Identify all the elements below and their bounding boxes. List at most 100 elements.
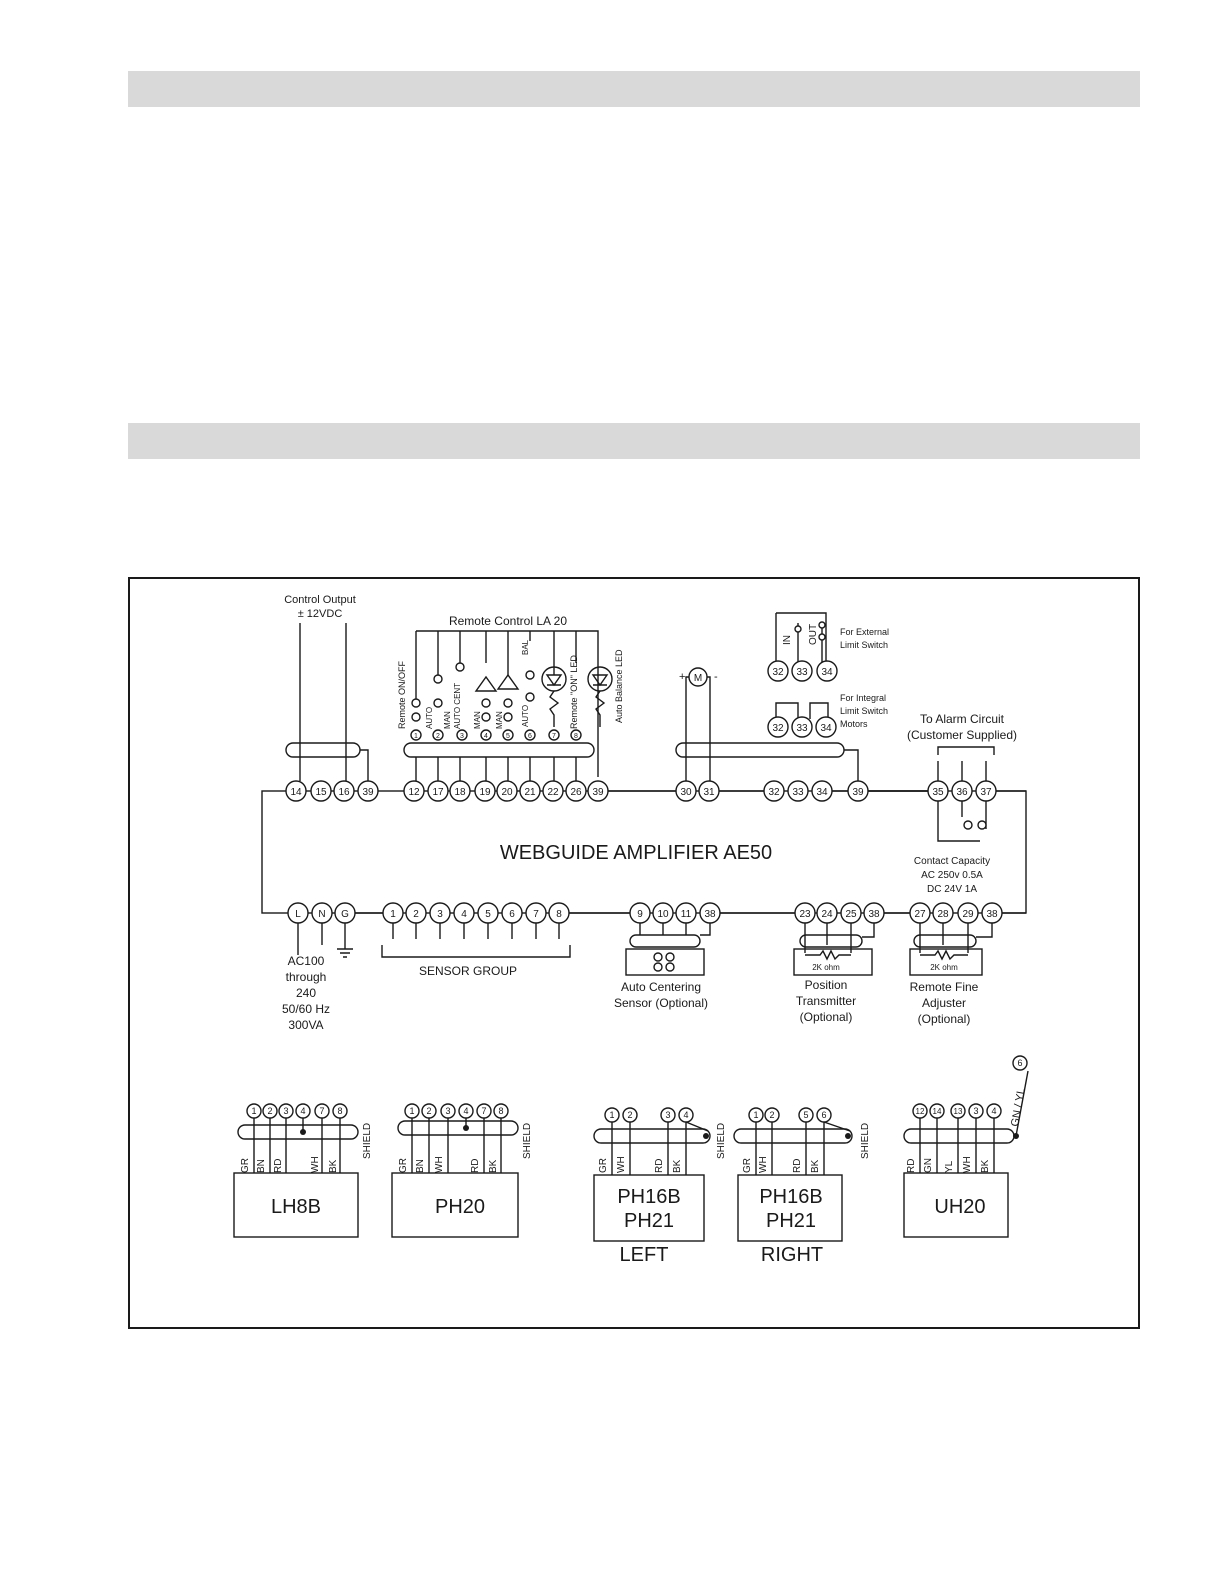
terminal: 39 bbox=[587, 780, 609, 802]
svg-text:240: 240 bbox=[296, 986, 316, 1000]
svg-text:35: 35 bbox=[932, 787, 944, 798]
terminal: 36 bbox=[951, 780, 973, 802]
svg-text:-: - bbox=[714, 671, 718, 683]
svg-text:3: 3 bbox=[460, 733, 464, 740]
head-ph16b-left: 1 2 3 4 GR WH RD BK SHIELD PH16B PH21 LE… bbox=[593, 1107, 727, 1266]
terminal: 22 bbox=[542, 780, 564, 802]
terminal: 28 bbox=[932, 902, 954, 924]
svg-text:12: 12 bbox=[408, 787, 420, 798]
svg-text:33: 33 bbox=[796, 667, 808, 678]
svg-text:32: 32 bbox=[772, 667, 784, 678]
svg-text:6: 6 bbox=[509, 909, 515, 920]
svg-text:1: 1 bbox=[414, 733, 418, 740]
svg-text:BN: BN bbox=[256, 1159, 267, 1173]
terminal: 3 bbox=[429, 902, 451, 924]
svg-text:PH16B: PH16B bbox=[617, 1186, 680, 1208]
terminal: 27 bbox=[909, 902, 931, 924]
terminal: G bbox=[334, 902, 356, 924]
head-ph20: 1 2 3 4 7 8 GR BN WH RD BK SHIELD PH20 bbox=[391, 1103, 533, 1238]
svg-text:(Optional): (Optional) bbox=[918, 1012, 971, 1026]
svg-text:RD: RD bbox=[792, 1159, 803, 1173]
svg-text:PH21: PH21 bbox=[624, 1210, 674, 1232]
terminal: 11 bbox=[675, 902, 697, 924]
svg-text:OUT: OUT bbox=[808, 624, 819, 645]
head-uh20: 12 14 13 3 4 6 GN / YL RD GN YL WH BK UH… bbox=[903, 1055, 1029, 1238]
svg-text:2: 2 bbox=[627, 1110, 632, 1120]
svg-text:Contact Capacity: Contact Capacity bbox=[914, 856, 990, 867]
svg-text:24: 24 bbox=[821, 909, 833, 920]
svg-text:Control Output: Control Output bbox=[284, 594, 356, 606]
svg-text:WH: WH bbox=[310, 1156, 321, 1173]
svg-text:GN / YL: GN / YL bbox=[1009, 1087, 1028, 1127]
svg-text:AC100: AC100 bbox=[288, 954, 325, 968]
svg-text:7: 7 bbox=[533, 909, 539, 920]
svg-text:4: 4 bbox=[484, 733, 488, 740]
cable-shield bbox=[913, 934, 977, 948]
sensor-group: SENSOR GROUP bbox=[355, 912, 630, 978]
svg-text:BK: BK bbox=[488, 1159, 499, 1173]
terminal: 16 bbox=[333, 780, 355, 802]
head-lh8b: 1 2 3 4 7 8 GR BN RD WH BK SHIELD LH8B bbox=[233, 1103, 373, 1238]
svg-text:Auto Balance LED: Auto Balance LED bbox=[614, 649, 624, 723]
svg-text:WH: WH bbox=[758, 1156, 769, 1173]
ground-icon bbox=[337, 945, 353, 958]
svg-text:Remote "ON" LED: Remote "ON" LED bbox=[569, 655, 579, 729]
terminal: 2 bbox=[405, 902, 427, 924]
svg-text:2: 2 bbox=[413, 909, 419, 920]
svg-text:36: 36 bbox=[956, 787, 968, 798]
svg-text:29: 29 bbox=[962, 909, 974, 920]
cable-shield bbox=[629, 934, 701, 948]
section-header-bar bbox=[128, 423, 1140, 459]
svg-text:Limit Switch: Limit Switch bbox=[840, 640, 888, 650]
svg-text:5: 5 bbox=[485, 909, 491, 920]
terminal: 12 bbox=[403, 780, 425, 802]
svg-text:AUTO: AUTO bbox=[425, 707, 434, 729]
limit-switch-integral: 32 33 34 For Integral Limit Switch Motor… bbox=[767, 693, 888, 738]
svg-text:PH20: PH20 bbox=[435, 1196, 485, 1218]
cable-shield bbox=[285, 742, 361, 758]
svg-text:10: 10 bbox=[657, 909, 669, 920]
terminal: 19 bbox=[474, 780, 496, 802]
terminal: 34 bbox=[811, 780, 833, 802]
svg-text:34: 34 bbox=[821, 667, 833, 678]
terminal: 15 bbox=[310, 780, 332, 802]
svg-text:8: 8 bbox=[556, 909, 562, 920]
svg-text:8: 8 bbox=[498, 1106, 503, 1116]
svg-text:18: 18 bbox=[454, 787, 466, 798]
svg-text:SHIELD: SHIELD bbox=[362, 1123, 373, 1159]
svg-text:15: 15 bbox=[315, 787, 327, 798]
svg-text:Position: Position bbox=[805, 978, 848, 992]
svg-text:BK: BK bbox=[980, 1159, 991, 1173]
svg-text:31: 31 bbox=[703, 787, 715, 798]
svg-text:39: 39 bbox=[852, 787, 864, 798]
svg-text:BK: BK bbox=[810, 1159, 821, 1173]
svg-text:Adjuster: Adjuster bbox=[922, 996, 966, 1010]
svg-text:SHIELD: SHIELD bbox=[716, 1123, 727, 1159]
svg-text:Sensor (Optional): Sensor (Optional) bbox=[614, 996, 708, 1010]
svg-text:MAN: MAN bbox=[473, 711, 482, 729]
svg-text:19: 19 bbox=[479, 787, 491, 798]
svg-text:Remote Fine: Remote Fine bbox=[910, 980, 979, 994]
svg-text:33: 33 bbox=[796, 723, 808, 734]
svg-text:GR: GR bbox=[240, 1158, 251, 1173]
terminal: N bbox=[311, 902, 333, 924]
svg-text:4: 4 bbox=[991, 1106, 996, 1116]
svg-text:9: 9 bbox=[637, 909, 643, 920]
svg-text:50/60 Hz: 50/60 Hz bbox=[282, 1002, 330, 1016]
svg-text:34: 34 bbox=[820, 723, 832, 734]
terminal: 21 bbox=[519, 780, 541, 802]
remote-control-la20: Remote Control LA 20 Remote ON/OFF AUTO … bbox=[397, 614, 676, 792]
terminal: 9 bbox=[629, 902, 651, 924]
terminal: 39 bbox=[847, 780, 869, 802]
svg-text:2K ohm: 2K ohm bbox=[812, 963, 840, 972]
terminal: 20 bbox=[496, 780, 518, 802]
svg-text:300VA: 300VA bbox=[288, 1018, 323, 1032]
svg-text:GR: GR bbox=[598, 1158, 609, 1173]
svg-text:± 12VDC: ± 12VDC bbox=[298, 608, 343, 620]
terminal: 25 bbox=[840, 902, 862, 924]
svg-text:38: 38 bbox=[704, 909, 716, 920]
remote-fine-adjuster: 2K ohm Remote Fine Adjuster (Optional) bbox=[909, 912, 1026, 1026]
svg-text:26: 26 bbox=[570, 787, 582, 798]
svg-text:GN: GN bbox=[923, 1158, 934, 1173]
control-output: Control Output ± 12VDC bbox=[284, 594, 369, 781]
